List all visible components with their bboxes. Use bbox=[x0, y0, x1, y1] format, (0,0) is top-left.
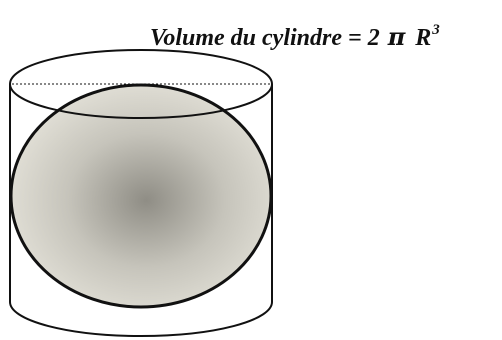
cylinder-top bbox=[9, 49, 273, 119]
cylinder-sphere-diagram bbox=[9, 49, 273, 337]
formula-exponent: 3 bbox=[432, 22, 440, 38]
formula-variable: R bbox=[415, 25, 432, 51]
formula-pi: π bbox=[387, 22, 406, 51]
cylinder-bottom-base bbox=[9, 301, 273, 337]
cylinder-top-back-edge bbox=[9, 49, 273, 85]
sphere bbox=[9, 83, 273, 309]
formula-label: Volume du cylindre bbox=[150, 25, 343, 51]
cylinder-top-front-edge bbox=[9, 83, 273, 119]
formula-equals: = 2 bbox=[342, 25, 380, 51]
